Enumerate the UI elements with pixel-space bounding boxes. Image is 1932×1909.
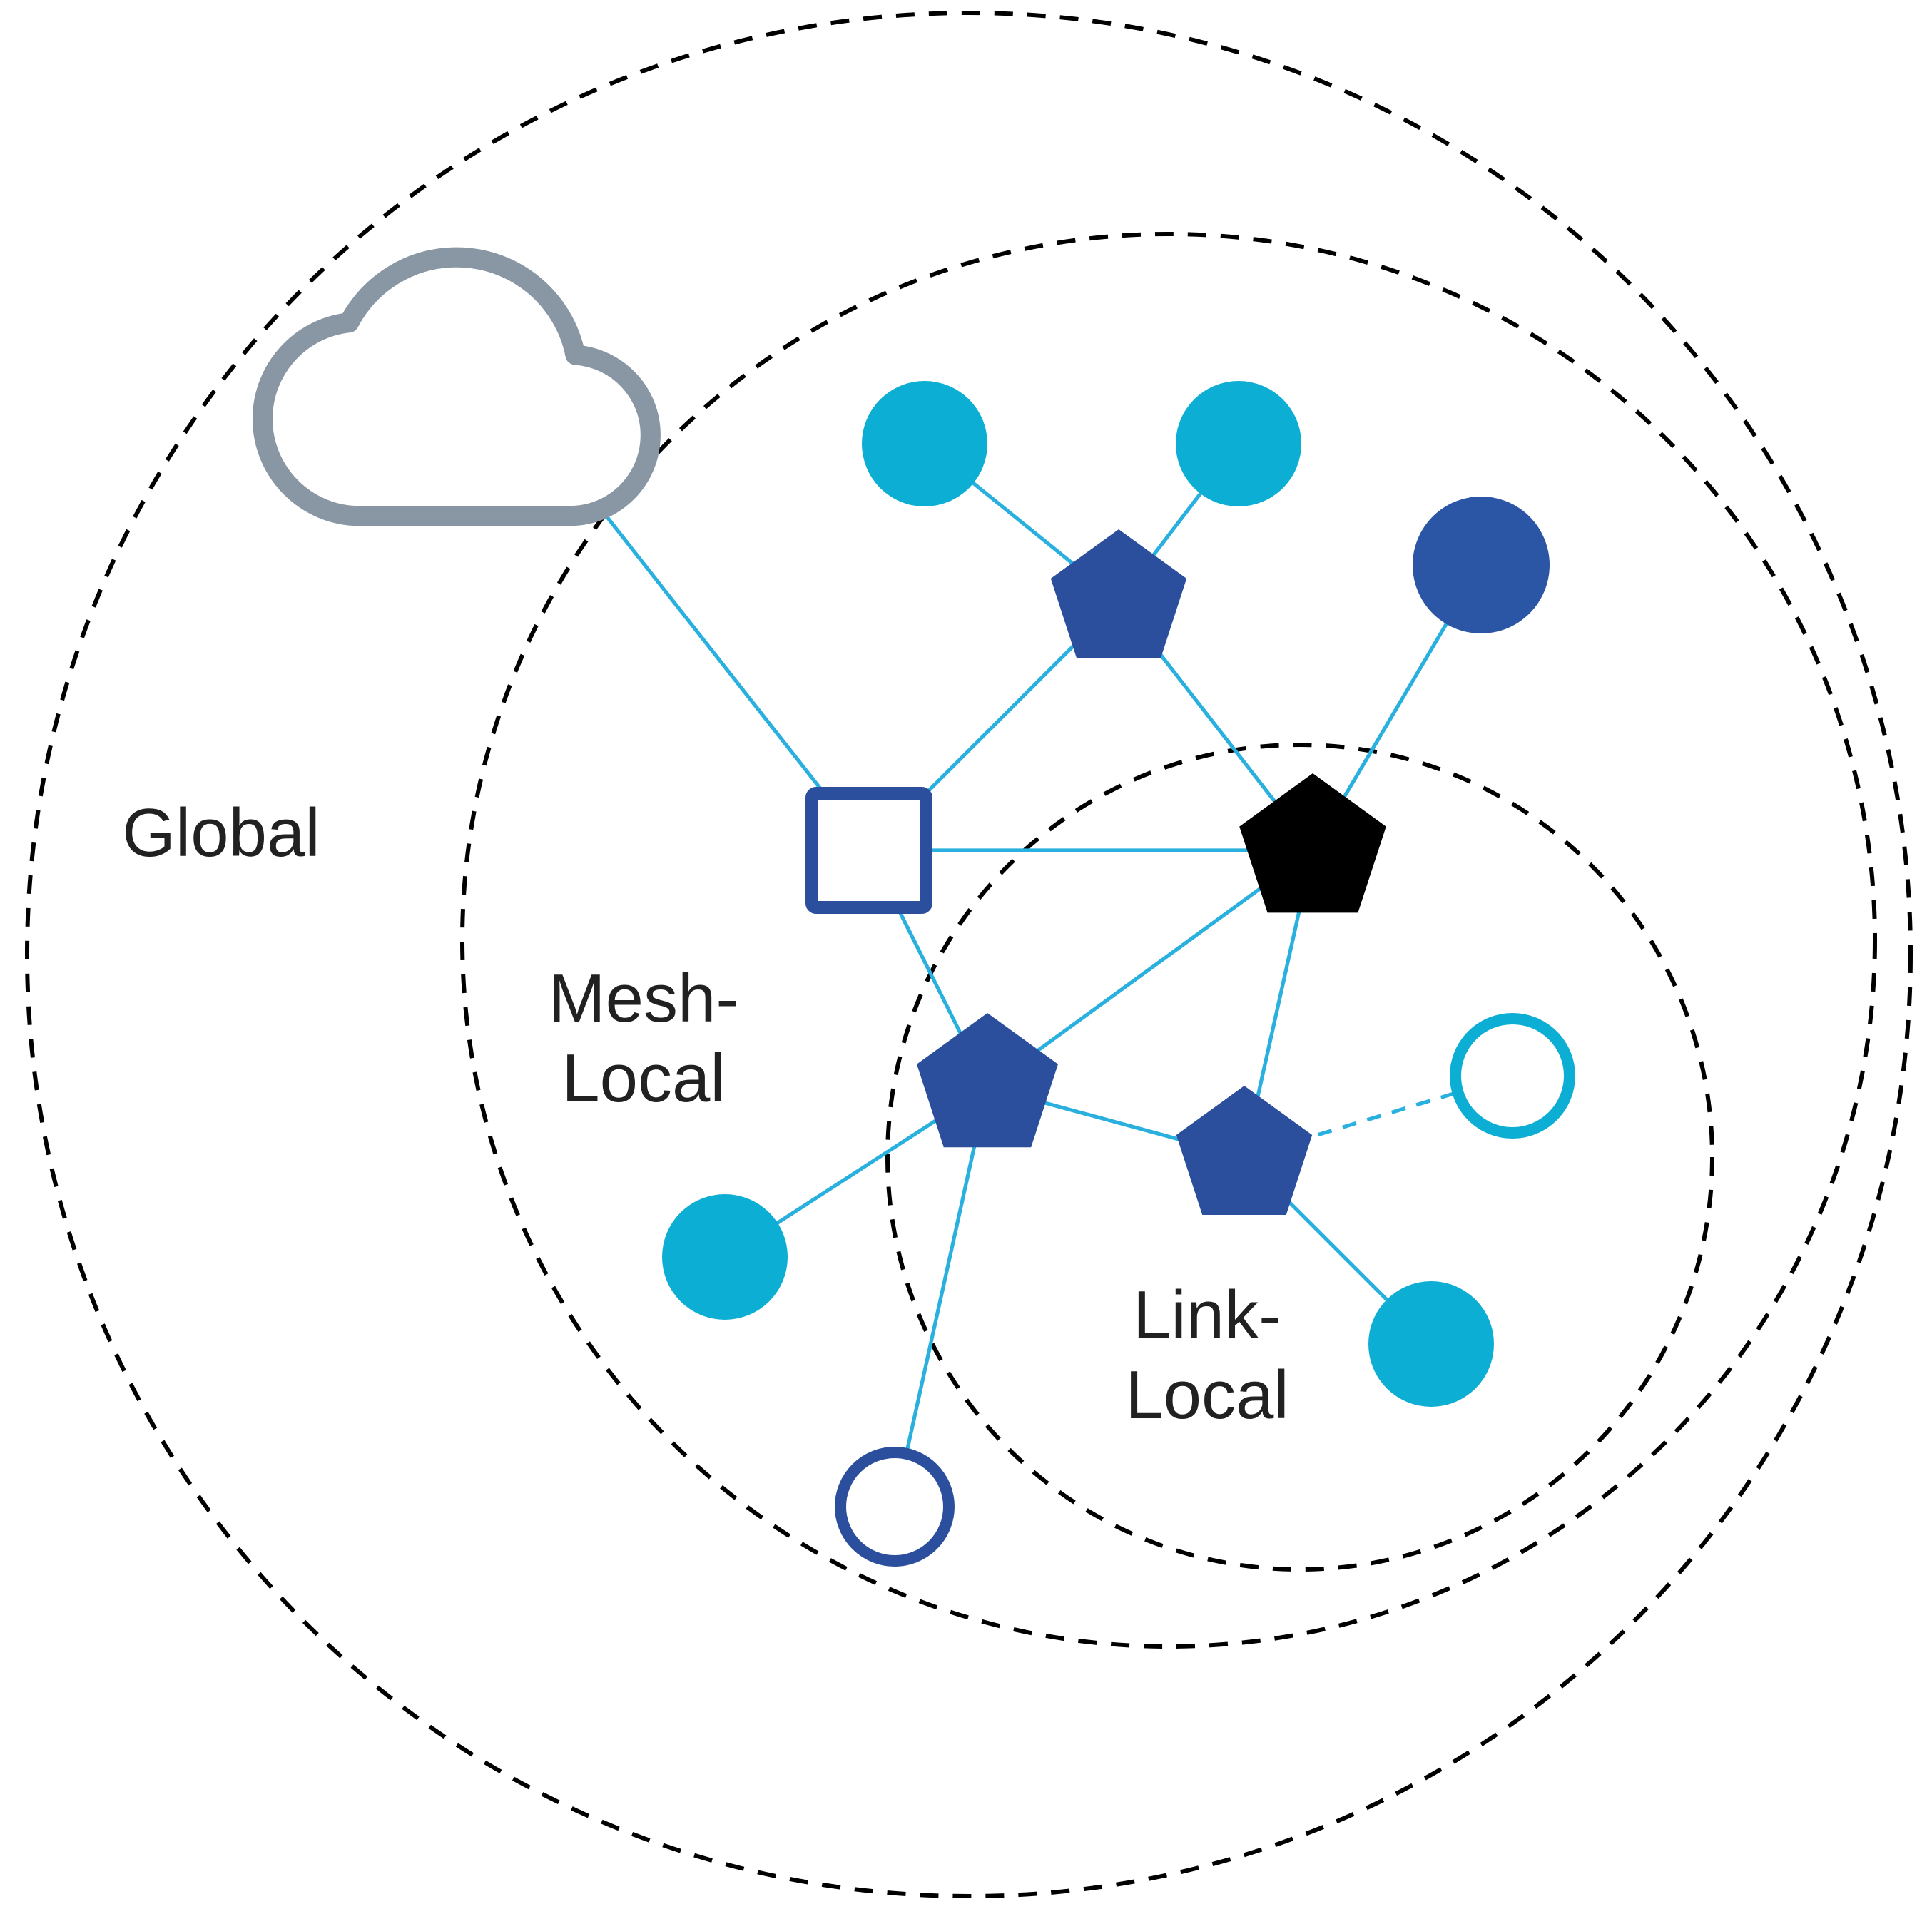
sleepy-end-device-node: [1450, 1013, 1575, 1139]
border-router-node: [805, 787, 932, 914]
end-device-node-2: [1176, 381, 1301, 506]
label-mesh-local-line2: Local: [561, 1040, 726, 1116]
outlined-device-node: [835, 1447, 955, 1567]
link-leader-left-router: [986, 848, 1314, 1089]
router-node-right: [1176, 1086, 1313, 1215]
scope-circle-link-local: [885, 743, 1714, 1572]
end-device-node-4: [1368, 1281, 1494, 1407]
label-mesh-local-line1: Mesh-: [549, 960, 739, 1037]
label-link-local-line2: Local: [1125, 1357, 1289, 1433]
leader-node: [1239, 773, 1386, 913]
deep-blue-device-node: [1413, 497, 1550, 633]
router-node-top: [1050, 529, 1187, 658]
router-node-left: [917, 1013, 1058, 1148]
label-link-local-line1: Link-: [1133, 1277, 1281, 1353]
scope-circle-global: [25, 11, 1913, 1898]
scope-circle-mesh-local: [460, 232, 1877, 1649]
link-left-router-outlined-device: [893, 1086, 990, 1507]
label-global: Global: [122, 795, 320, 871]
end-device-node-1: [862, 381, 987, 506]
internet-cloud-icon: [252, 247, 661, 526]
end-device-node-3: [662, 1194, 788, 1320]
